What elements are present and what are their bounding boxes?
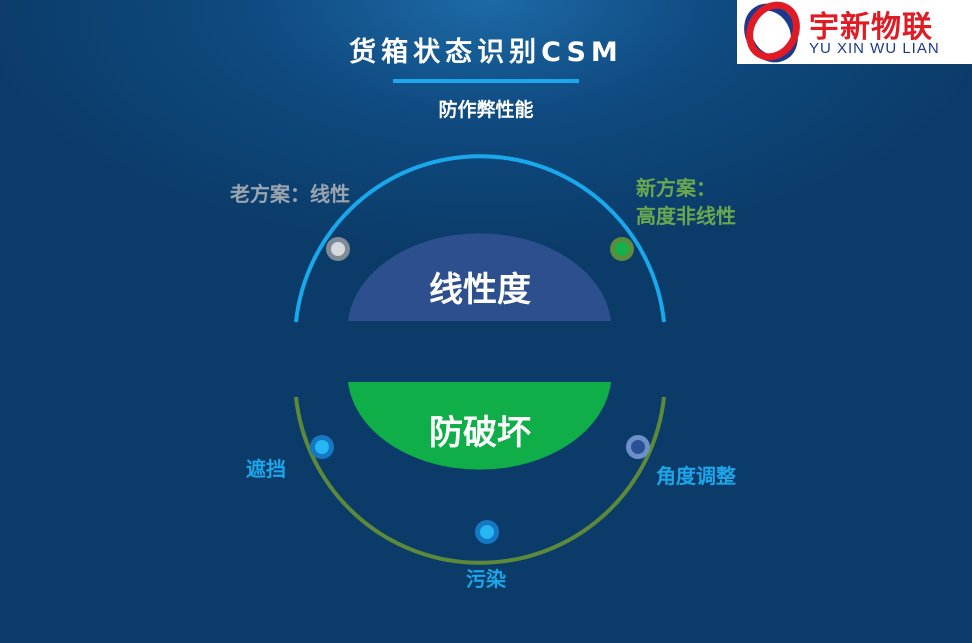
bottom-arc [294,396,666,565]
logo-mark-icon [744,1,800,63]
new-scheme-dot-center [615,242,629,256]
anti-damage-label: 防破坏 [429,413,531,453]
new-scheme-label-line2: 高度非线性 [636,204,736,228]
top-segment [348,233,611,321]
bottom-segment [348,382,611,470]
new-scheme-label-line1: 新方案： [636,176,716,200]
brand-logo: 宇新物联 YU XIN WU LIAN [737,0,972,64]
occlusion-label: 遮挡 [246,457,286,481]
page-title: 货箱状态识别CSM [349,37,623,68]
logo-text-en: YU XIN WU LIAN [809,40,940,57]
top-arc [294,154,666,323]
angle-adjust-label: 角度调整 [656,464,736,488]
logo-text-cn: 宇新物联 [809,10,933,45]
linearity-label: 线性度 [429,270,531,310]
angle-dot-center [631,440,645,454]
pollution-dot-center [480,525,494,539]
occlusion-dot-center [315,440,329,454]
page-subtitle: 防作弊性能 [438,99,534,121]
pollution-label: 污染 [466,567,506,591]
old-scheme-label: 老方案：线性 [230,182,350,206]
title-underline [393,79,579,83]
old-scheme-dot-center [331,242,345,256]
